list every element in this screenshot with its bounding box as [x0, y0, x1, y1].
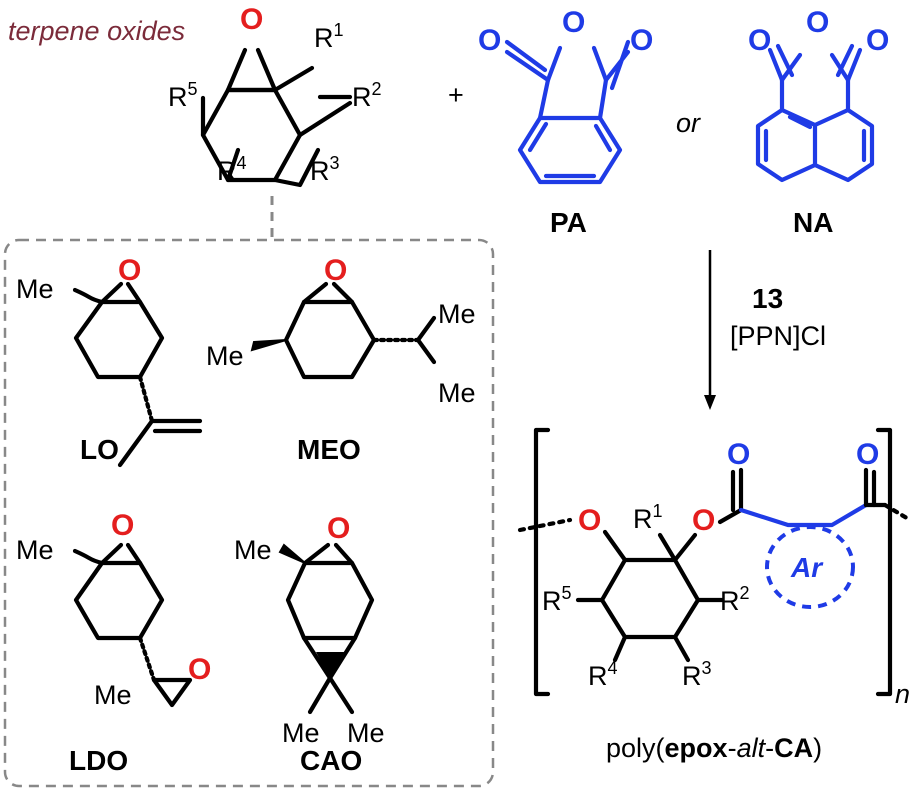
ldo-oxygen: O [111, 509, 134, 542]
reaction-arrow: 13 [PPN]Cl [704, 250, 826, 410]
right-bracket [875, 427, 893, 697]
cao-methyl-right: Me [347, 718, 385, 748]
na-carbonyl-oxygen-right: O [866, 24, 889, 57]
pa-carbonyl-oxygen-right: O [630, 24, 653, 57]
examples-box [3, 238, 495, 788]
cao-methyl-left: Me [282, 718, 320, 748]
r2-label: R2 [352, 79, 382, 112]
meo-methyl-bottom: Me [438, 378, 476, 408]
lo-oxygen: O [118, 254, 141, 287]
na-label: NA [793, 207, 833, 238]
cao-oxygen: O [327, 512, 350, 545]
ldo-structure: O Me O Me LDO [16, 509, 211, 776]
epoxide-oxygen: O [240, 3, 263, 36]
carbonyl-oxygen-left: O [727, 438, 750, 471]
lo-label: LO [80, 434, 119, 465]
aryl-ring [765, 525, 855, 609]
pa-carbonyl-oxygen-left: O [478, 24, 501, 57]
or-label: or [676, 108, 701, 138]
meo-oxygen: O [324, 254, 347, 287]
ldo-methyl-2: Me [94, 680, 132, 710]
pa-ring-oxygen: O [562, 6, 585, 39]
polymer-oxygen-right: O [692, 504, 715, 537]
cocatalyst-label: [PPN]Cl [730, 321, 826, 351]
pa-label: PA [550, 207, 587, 238]
polymer-r5: R5 [542, 583, 572, 616]
ldo-label: LDO [69, 745, 128, 776]
plus-sign: + [448, 80, 464, 110]
phthalic-anhydride: O O O PA [478, 6, 653, 238]
meo-methyl: Me [206, 341, 244, 371]
ldo-methyl: Me [16, 535, 54, 565]
carbonyl-oxygen-right: O [856, 438, 879, 471]
left-bracket [533, 427, 551, 697]
r3-label: R3 [310, 153, 340, 186]
ldo-epoxide-oxygen: O [188, 653, 211, 686]
cao-label: CAO [300, 745, 362, 776]
lo-methyl: Me [16, 274, 54, 304]
na-carbonyl-oxygen-left: O [748, 24, 771, 57]
polymer-oxygen-left: O [578, 504, 601, 537]
catalyst-label: 13 [752, 283, 783, 314]
cao-methyl: Me [234, 535, 272, 565]
meo-methyl-top: Me [438, 299, 476, 329]
meo-structure: O Me Me Me MEO [206, 254, 476, 465]
terpene-oxides-label: terpene oxides [8, 16, 185, 46]
r1-label: R1 [314, 20, 344, 53]
terpene-oxide-generic: terpene oxides O R1 R2 R3 R4 R5 [8, 3, 382, 188]
r5-label: R5 [168, 79, 198, 112]
meo-label: MEO [297, 434, 361, 465]
naphthalic-anhydride: O O O NA [748, 6, 889, 238]
polymer-r2: R2 [720, 583, 750, 616]
aryl-label: Ar [790, 552, 824, 583]
polymer-name: poly(epox-alt-CA) [606, 733, 822, 763]
polymer-r1: R1 [633, 501, 663, 534]
cao-structure: O Me Me Me CAO [234, 512, 385, 776]
r4-label: R4 [217, 153, 247, 186]
polymer-r3: R3 [682, 658, 712, 691]
polymer-product: n O R1 O R2 R5 R4 R3 O O Ar poly(epox-a [517, 427, 913, 763]
na-ring-oxygen: O [806, 6, 829, 39]
polymer-r4: R4 [588, 658, 618, 691]
repeat-n: n [895, 679, 910, 709]
lo-structure: O Me LO [16, 254, 203, 468]
